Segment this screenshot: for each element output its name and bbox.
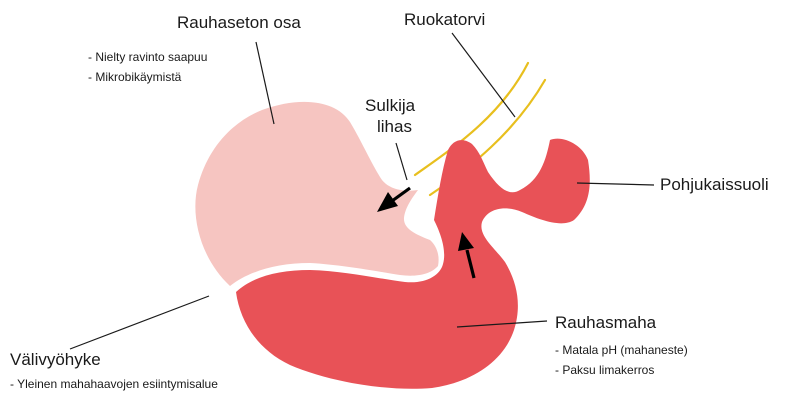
glandular-note-2: - Paksu limakerros — [555, 363, 654, 378]
glandular-note-1: - Matala pH (mahaneste) — [555, 343, 688, 358]
sphincter-title-line-2: lihas — [377, 117, 412, 137]
sphincter-title-line-1: Sulkija — [365, 96, 415, 116]
esophagus-title: Ruokatorvi — [404, 10, 485, 30]
glandular-stomach-title: Rauhasmaha — [555, 313, 656, 333]
transition-zone-title: Välivyöhyke — [10, 350, 101, 370]
glandless-note-2: - Mikrobikäymistä — [88, 70, 181, 85]
glandless-note-1: - Nielty ravinto saapuu — [88, 50, 207, 65]
transition-zone-note: - Yleinen mahahaavojen esiintymisalue — [10, 377, 218, 392]
duodenum-title: Pohjukaissuoli — [660, 175, 769, 195]
leader-transition — [70, 296, 209, 349]
leader-esophagus — [452, 33, 515, 117]
leader-sphincter — [396, 143, 407, 180]
glandless-part-title: Rauhaseton osa — [177, 13, 301, 33]
